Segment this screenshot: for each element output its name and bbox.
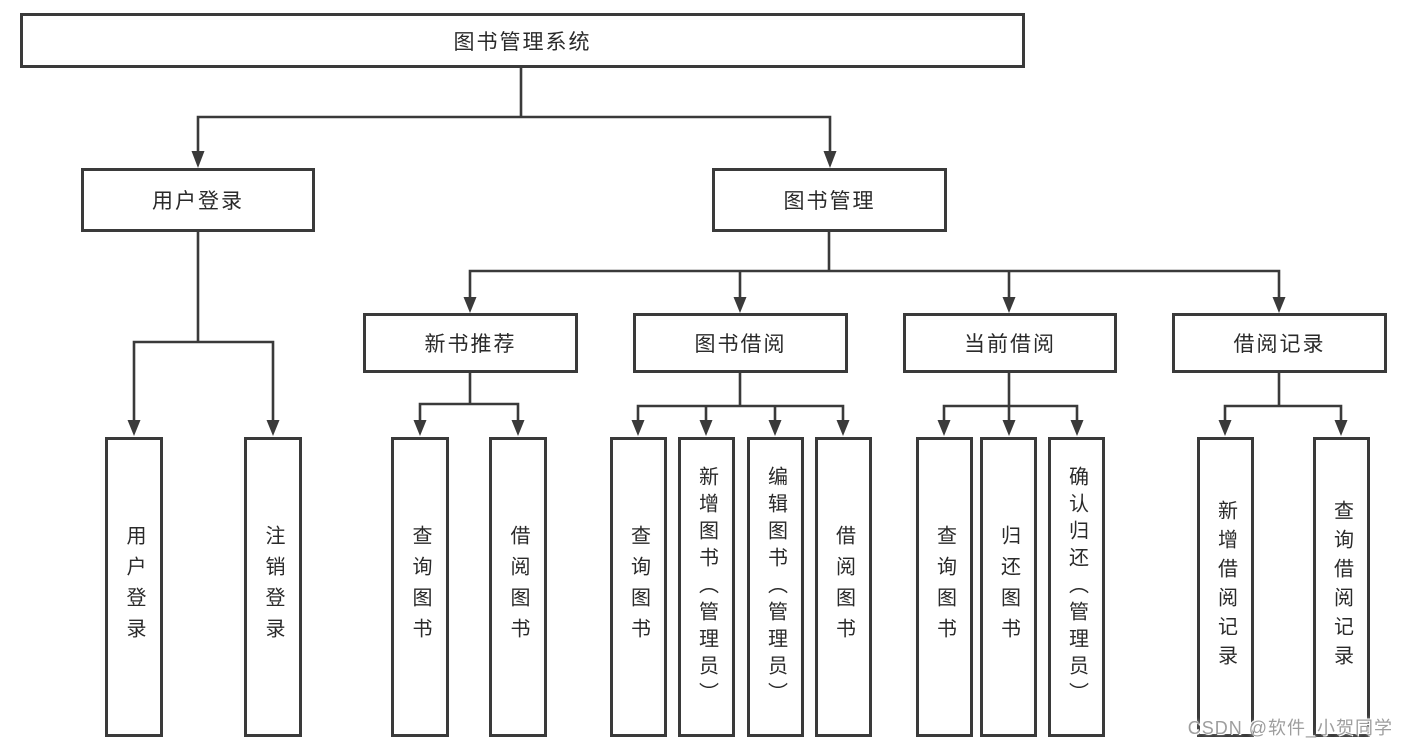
leaf-label: 查询图书 [409, 525, 431, 649]
leaf-label: 确认归还（管理员） [1065, 465, 1088, 709]
leaf-label: 查询图书 [933, 525, 956, 649]
connector-root-to-level2 [191, 66, 837, 168]
leaf-label: 编辑图书（管理员） [764, 465, 787, 709]
leaf-label: 注销登录 [262, 525, 284, 649]
leaf-borrow-edit-books-admin: 编辑图书（管理员） [747, 437, 804, 737]
leaf-user-login: 用户登录 [105, 437, 163, 737]
leaf-records-add-record: 新增借阅记录 [1197, 437, 1254, 737]
connector-recommend-to-leaves [413, 371, 525, 436]
node-current-borrowing: 当前借阅 [903, 313, 1117, 373]
node-new-book-recommend: 新书推荐 [363, 313, 578, 373]
node-label: 当前借阅 [964, 333, 1056, 356]
node-book-borrowing: 图书借阅 [633, 313, 848, 373]
leaf-borrow-borrow-books: 借阅图书 [815, 437, 872, 737]
leaf-label: 用户登录 [123, 525, 145, 649]
connector-current-to-leaves [937, 371, 1084, 436]
leaf-label: 查询图书 [627, 525, 650, 649]
leaf-current-query-books: 查询图书 [916, 437, 973, 737]
connector-user-login-to-leaves [127, 230, 280, 436]
leaf-current-confirm-return-admin: 确认归还（管理员） [1048, 437, 1105, 737]
leaf-label: 归还图书 [997, 525, 1020, 649]
csdn-watermark: CSDN @软件_小贺同学 [1187, 718, 1393, 738]
leaf-borrow-add-books-admin: 新增图书（管理员） [678, 437, 735, 737]
node-label: 图书管理系统 [453, 30, 592, 54]
leaf-label: 新增借阅记录 [1214, 500, 1237, 674]
node-label: 新书推荐 [424, 333, 517, 356]
node-label: 借阅记录 [1233, 333, 1326, 356]
connector-borrowing-to-leaves [631, 371, 850, 436]
leaf-label: 查询借阅记录 [1330, 500, 1353, 674]
leaf-label: 借阅图书 [832, 525, 855, 649]
node-library-management-system: 图书管理系统 [20, 13, 1025, 68]
leaf-logout: 注销登录 [244, 437, 302, 737]
leaf-label: 借阅图书 [507, 525, 529, 649]
leaf-label: 新增图书（管理员） [695, 465, 718, 709]
connector-records-to-leaves [1218, 371, 1348, 436]
connector-book-management-to-level3 [463, 230, 1286, 313]
node-label: 用户登录 [152, 190, 244, 213]
leaf-recommend-query-books: 查询图书 [391, 437, 449, 737]
node-borrowing-records: 借阅记录 [1172, 313, 1387, 373]
leaf-records-query-record: 查询借阅记录 [1313, 437, 1370, 737]
leaf-recommend-borrow-books: 借阅图书 [489, 437, 547, 737]
node-user-login: 用户登录 [81, 168, 315, 232]
node-book-management: 图书管理 [712, 168, 947, 232]
node-label: 图书管理 [783, 190, 876, 213]
node-label: 图书借阅 [694, 333, 787, 356]
leaf-borrow-query-books: 查询图书 [610, 437, 667, 737]
leaf-current-return-books: 归还图书 [980, 437, 1037, 737]
